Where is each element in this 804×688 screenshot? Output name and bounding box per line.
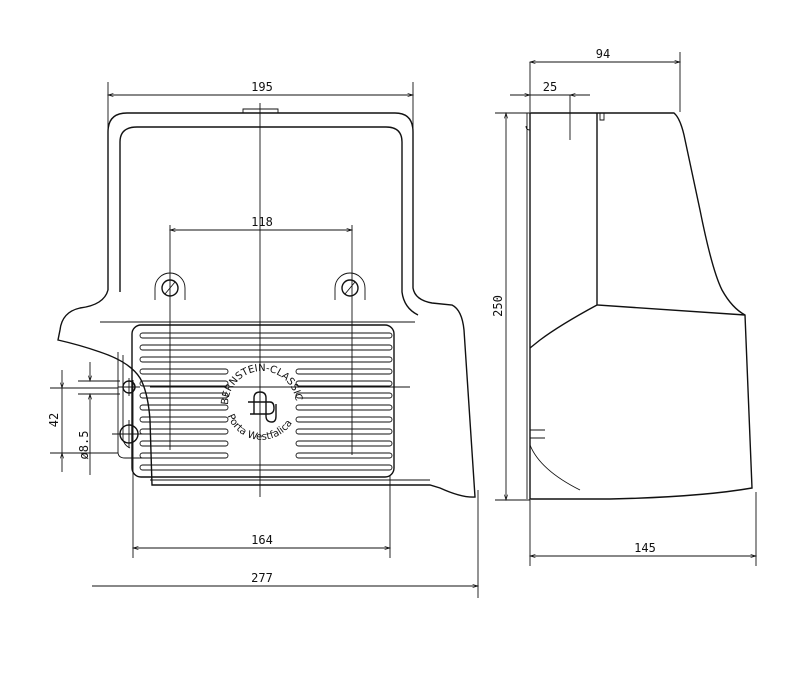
front-view: BERNSTEIN-CLASSIC Porta Westfalica 195 1… — [47, 80, 480, 598]
grille-slat — [139, 392, 229, 399]
mounting-hole-right — [334, 272, 366, 300]
grille — [131, 324, 395, 478]
brand-logo: BERNSTEIN-CLASSIC Porta Westfalica — [220, 363, 304, 443]
front-outline — [107, 112, 476, 498]
side-view: 94 25 250 145 — [491, 47, 758, 566]
dim-94: 94 — [596, 47, 610, 61]
dim-195: 195 — [251, 80, 273, 94]
grille-slat — [139, 344, 393, 351]
grille-slat — [295, 380, 393, 387]
dim-diameter-8-5: ø8.5 — [77, 431, 91, 460]
top-tab — [242, 108, 279, 113]
grille-slat — [139, 332, 393, 339]
grille-slat — [139, 452, 229, 459]
dim-164: 164 — [251, 533, 273, 547]
grille-slat — [139, 428, 229, 435]
dim-145: 145 — [634, 541, 656, 555]
grille-slat — [139, 368, 229, 375]
grille-slat — [139, 380, 229, 387]
side-outline — [529, 112, 753, 500]
grille-slat — [139, 416, 229, 423]
grille-slat — [295, 428, 393, 435]
grille-slat — [295, 404, 393, 411]
front-inner-outline — [119, 126, 419, 316]
mounting-flap — [57, 289, 151, 421]
grille-slat — [295, 416, 393, 423]
grille-slat — [295, 440, 393, 447]
grille-slat — [139, 440, 229, 447]
grille-slat — [295, 368, 393, 375]
dim-277: 277 — [251, 571, 273, 585]
grille-slat — [139, 356, 393, 363]
dim-250: 250 — [491, 295, 505, 317]
dim-118: 118 — [251, 215, 273, 229]
body-bottom-line — [100, 321, 430, 481]
grille-slat — [295, 392, 393, 399]
dim-42: 42 — [47, 413, 61, 427]
dim-25: 25 — [543, 80, 557, 94]
grille-slat — [295, 452, 393, 459]
grille-slats — [139, 332, 393, 471]
grille-slat — [139, 464, 393, 471]
grille-slat — [139, 404, 229, 411]
